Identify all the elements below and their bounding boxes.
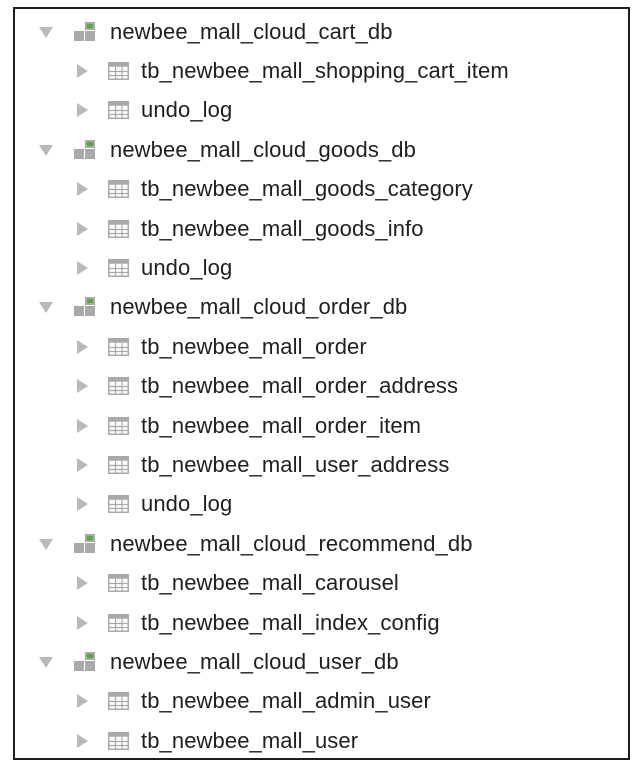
tree-item-table[interactable]: tb_newbee_mall_user_address [15,445,628,484]
tree-item-table[interactable]: undo_log [15,248,628,287]
triangle-right-icon[interactable] [75,339,89,354]
table-icon [108,456,129,474]
database-icon [74,297,96,317]
table-icon [108,377,129,395]
table-icon [108,732,129,750]
table-icon [108,101,129,119]
triangle-right-icon[interactable] [75,576,89,591]
database-name: newbee_mall_cloud_order_db [110,294,408,320]
table-name: tb_newbee_mall_index_config [141,609,440,635]
database-icon [74,22,96,42]
database-name: newbee_mall_cloud_recommend_db [110,530,473,556]
database-name: newbee_mall_cloud_cart_db [110,18,393,44]
triangle-right-icon[interactable] [75,64,89,79]
tree-item-table[interactable]: tb_newbee_mall_order [15,327,628,366]
table-name: tb_newbee_mall_order_item [141,412,422,438]
table-icon [108,338,129,356]
triangle-down-icon[interactable] [39,300,53,314]
table-name: tb_newbee_mall_carousel [141,570,399,596]
tree-item-table[interactable]: tb_newbee_mall_order_item [15,406,628,445]
table-icon [108,692,129,710]
table-name: tb_newbee_mall_goods_info [141,215,424,241]
triangle-right-icon[interactable] [75,379,89,394]
triangle-right-icon[interactable] [75,221,89,236]
tree-item-database[interactable]: newbee_mall_cloud_goods_db [15,130,628,169]
table-name: undo_log [141,97,233,123]
table-icon [108,417,129,435]
tree-item-database[interactable]: newbee_mall_cloud_cart_db [15,12,628,51]
database-tree-panel: newbee_mall_cloud_cart_db tb_newbee_mall_… [13,7,630,760]
tree-item-table[interactable]: tb_newbee_mall_index_config [15,603,628,642]
tree-item-table[interactable]: tb_newbee_mall_carousel [15,563,628,602]
table-name: tb_newbee_mall_user_address [141,451,450,477]
table-name: tb_newbee_mall_user [141,727,359,753]
table-icon [108,259,129,277]
tree-item-table[interactable]: tb_newbee_mall_admin_user [15,682,628,721]
triangle-down-icon[interactable] [39,143,53,157]
database-name: newbee_mall_cloud_user_db [110,648,399,674]
tree-item-table[interactable]: undo_log [15,485,628,524]
tree-item-database[interactable]: newbee_mall_cloud_recommend_db [15,524,628,563]
tree-item-database[interactable]: newbee_mall_cloud_user_db [15,642,628,681]
table-icon [108,220,129,238]
triangle-right-icon[interactable] [75,418,89,433]
triangle-right-icon[interactable] [75,103,89,118]
triangle-right-icon[interactable] [75,497,89,512]
database-name: newbee_mall_cloud_goods_db [110,136,416,162]
table-name: tb_newbee_mall_order_address [141,373,459,399]
table-icon [108,614,129,632]
table-name: tb_newbee_mall_order [141,333,367,359]
triangle-right-icon[interactable] [75,733,89,748]
table-icon [108,574,129,592]
tree-item-database[interactable]: newbee_mall_cloud_order_db [15,288,628,327]
database-icon [74,652,96,672]
triangle-down-icon[interactable] [39,537,53,551]
database-tree: newbee_mall_cloud_cart_db tb_newbee_mall_… [15,12,628,760]
tree-item-table[interactable]: tb_newbee_mall_shopping_cart_item [15,51,628,90]
triangle-right-icon[interactable] [75,457,89,472]
table-icon [108,495,129,513]
table-name: tb_newbee_mall_shopping_cart_item [141,58,509,84]
database-icon [74,534,96,554]
tree-item-table[interactable]: tb_newbee_mall_goods_info [15,209,628,248]
table-name: tb_newbee_mall_goods_category [141,176,473,202]
triangle-right-icon[interactable] [75,694,89,709]
triangle-right-icon[interactable] [75,615,89,630]
triangle-right-icon[interactable] [75,182,89,197]
table-name: undo_log [141,255,233,281]
table-name: tb_newbee_mall_admin_user [141,688,431,714]
tree-item-table[interactable]: tb_newbee_mall_goods_category [15,170,628,209]
database-icon [74,140,96,160]
tree-item-table[interactable]: undo_log [15,91,628,130]
table-name: undo_log [141,491,233,517]
tree-item-table[interactable]: tb_newbee_mall_user [15,721,628,760]
table-icon [108,62,129,80]
triangle-down-icon[interactable] [39,25,53,39]
table-icon [108,180,129,198]
triangle-down-icon[interactable] [39,655,53,669]
triangle-right-icon[interactable] [75,261,89,276]
tree-item-table[interactable]: tb_newbee_mall_order_address [15,367,628,406]
